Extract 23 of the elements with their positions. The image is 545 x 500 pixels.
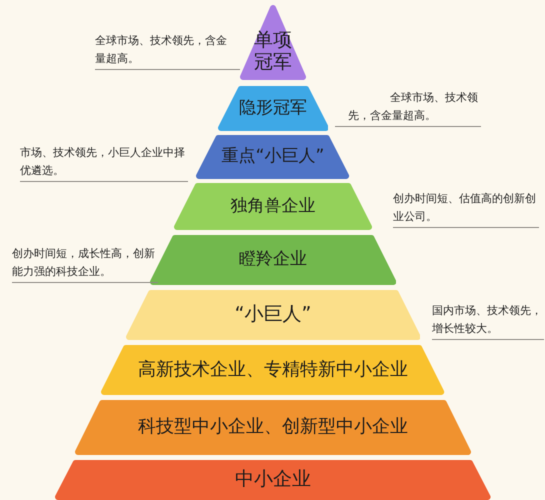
pyramid-tier <box>218 86 328 131</box>
tier-label: 高新技术企业、专精特新中小企业 <box>138 360 408 380</box>
pyramid-tier <box>174 183 372 230</box>
tier-label: 瞪羚企业 <box>238 250 307 270</box>
pyramid-tier <box>240 5 306 80</box>
annotation-text: 市场、技术领先，小巨人企业中择优遴选。 <box>20 144 188 182</box>
annotation-text: 创办时间短，成长性高，创新能力强的科技企业。 <box>12 245 158 283</box>
pyramid-tier <box>101 345 445 395</box>
pyramid-tier <box>196 135 350 179</box>
tier-label: 科技型中小企业、创新型中小企业 <box>138 417 408 438</box>
annotation-text: 全球市场、技术领先，含金量超高。 <box>95 32 240 70</box>
annotation-text: 全球市场、技术领先，含金量超高。 <box>335 89 481 127</box>
tier-label: 独角兽企业 <box>230 196 316 216</box>
pyramid-tier <box>126 290 420 340</box>
tier-label: 单项冠军 <box>252 30 293 74</box>
tier-label: 中小企业 <box>234 469 311 491</box>
tier-label: 重点“小巨人” <box>222 147 324 167</box>
pyramid-tier <box>75 400 471 455</box>
tier-label: 隐形冠军 <box>238 98 307 118</box>
annotation-text: 国内市场、技术领先，增长性较大。 <box>432 302 544 340</box>
annotation-text: 创办时间短、估值高的创新创业公司。 <box>393 190 539 228</box>
pyramid-tier <box>55 460 491 500</box>
tier-label: “小巨人” <box>234 304 312 326</box>
